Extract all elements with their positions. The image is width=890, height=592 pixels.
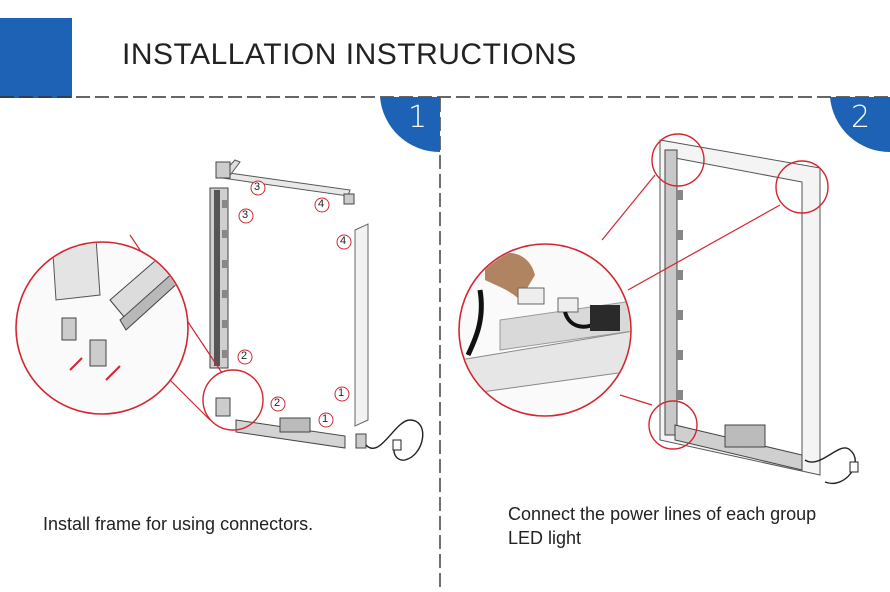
callout-label: 4 xyxy=(340,235,347,247)
page-title: INSTALLATION INSTRUCTIONS xyxy=(122,38,577,71)
callout-label: 2 xyxy=(241,350,248,362)
step-1-number: 1 xyxy=(408,100,428,135)
callout-label: 1 xyxy=(322,413,329,425)
callout-label: 1 xyxy=(338,387,345,399)
step-2-number: 2 xyxy=(851,100,871,135)
callout-label: 4 xyxy=(318,198,325,210)
step-1-badge xyxy=(380,97,440,153)
callout-label: 3 xyxy=(242,209,249,221)
step-2-badge xyxy=(830,97,890,153)
step-2-illustration xyxy=(458,133,859,485)
step-2-caption: Connect the power lines of each group LE… xyxy=(508,504,817,548)
step-1-caption: Install frame for using connectors. xyxy=(43,514,314,534)
callout-label: 3 xyxy=(254,181,261,193)
step-1-illustration xyxy=(15,159,424,461)
callout-label: 2 xyxy=(274,397,281,409)
header-accent-block xyxy=(0,18,72,98)
